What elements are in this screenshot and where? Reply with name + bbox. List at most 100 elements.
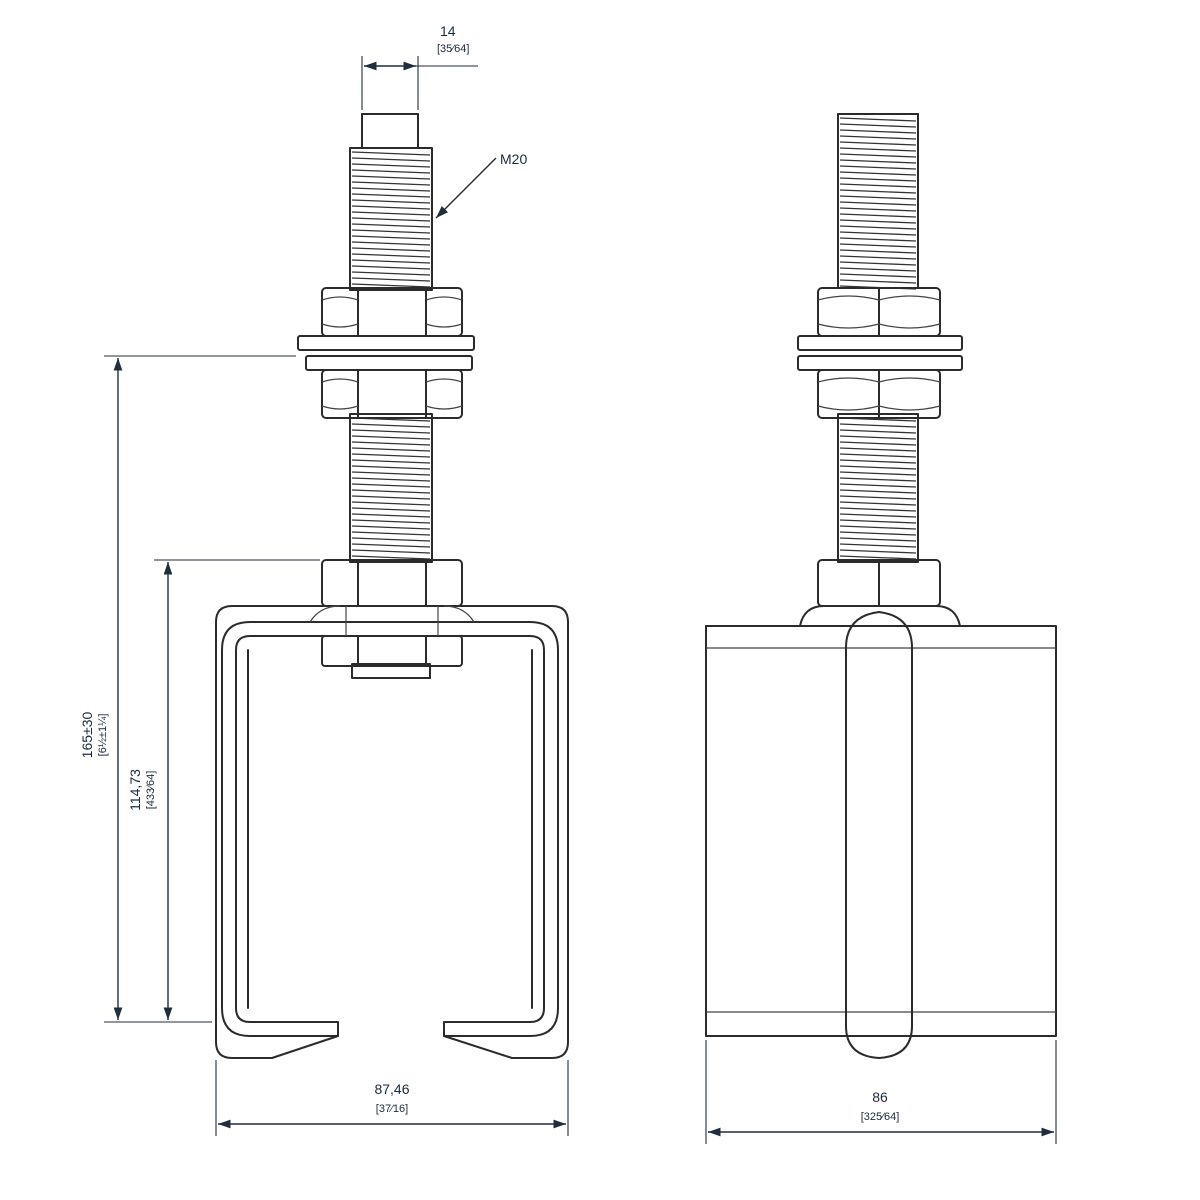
upper-nut-front: [321, 287, 463, 337]
thread-line: [839, 423, 917, 428]
thread-line: [351, 199, 431, 204]
thread-line: [839, 117, 917, 122]
thread-line: [839, 207, 917, 212]
dim-total-height: 165±30 [6½±1¼]: [79, 355, 296, 1023]
thread-line: [351, 277, 431, 282]
thread-line: [839, 471, 917, 476]
thread-line: [351, 423, 431, 428]
side-view: 86 [325⁄64]: [705, 113, 1057, 1144]
thread-line: [351, 151, 431, 156]
thread-line: [351, 241, 431, 246]
thread-line: [351, 211, 431, 216]
thread-line: [839, 237, 917, 242]
thread-line: [351, 435, 431, 440]
thread-line: [839, 537, 917, 542]
washers-side: [797, 335, 963, 371]
thread-line: [839, 489, 917, 494]
dim-thread-width: 14 [35⁄64]: [361, 23, 478, 110]
thread-line: [839, 219, 917, 224]
thread-line: [839, 525, 917, 530]
thread-line: [839, 153, 917, 158]
thread-line: [839, 531, 917, 536]
thread-line: [839, 435, 917, 440]
threaded-rod-side: [837, 113, 919, 563]
dim-total-height-mm: 165±30: [79, 711, 95, 758]
thread-line: [839, 255, 917, 260]
thread-line: [351, 235, 431, 240]
thread-line: [351, 175, 431, 180]
thread-line: [839, 519, 917, 524]
thread-line: [839, 135, 917, 140]
thread-line: [351, 223, 431, 228]
thread-line: [351, 537, 431, 542]
dim-side-width: 86 [325⁄64]: [705, 1040, 1057, 1144]
thread-line: [351, 193, 431, 198]
thread-line: [351, 169, 431, 174]
dim-bracket-height-mm: 114,73: [127, 769, 143, 811]
thread-line: [839, 273, 917, 278]
thread-line: [839, 483, 917, 488]
upper-nut-side: [817, 287, 941, 337]
thread-line: [351, 453, 431, 458]
thread-line: [839, 555, 917, 560]
dim-bracket-width-mm: 87,46: [374, 1081, 409, 1097]
thread-line: [839, 249, 917, 254]
thread-line: [839, 441, 917, 446]
bracket-nut-side: [799, 559, 961, 627]
thread-line: [351, 283, 431, 288]
thread-line: [839, 183, 917, 188]
thread-line: [839, 549, 917, 554]
thread-line: [839, 447, 917, 452]
thread-line: [839, 243, 917, 248]
thread-line: [351, 555, 431, 560]
thread-line: [839, 513, 917, 518]
dim-total-height-inch: [6½±1¼]: [97, 714, 109, 757]
thread-line: [839, 231, 917, 236]
thread-line: [839, 477, 917, 482]
dim-bracket-width-inch: [37⁄16]: [376, 1103, 408, 1115]
dim-side-width-mm: 86: [872, 1089, 888, 1105]
thread-line: [839, 171, 917, 176]
thread-line: [839, 225, 917, 230]
thread-line: [839, 459, 917, 464]
thread-line: [351, 489, 431, 494]
c-bracket-front: [215, 605, 569, 1059]
thread-line: [351, 429, 431, 434]
thread-line: [351, 447, 431, 452]
thread-line: [351, 495, 431, 500]
thread-line: [351, 459, 431, 464]
thread-line: [351, 247, 431, 252]
thread-line: [351, 513, 431, 518]
thread-line: [839, 165, 917, 170]
dim-bracket-width: 87,46 [37⁄16]: [215, 1060, 569, 1136]
bracket-nut-front: [321, 559, 463, 667]
thread-line: [839, 129, 917, 134]
thread-line: [839, 501, 917, 506]
thread-line: [351, 217, 431, 222]
thread-callout: M20: [435, 151, 527, 219]
thread-line: [839, 159, 917, 164]
thread-line: [839, 261, 917, 266]
dim-bracket-height-inch: [433⁄64]: [145, 771, 157, 810]
thread-line: [839, 201, 917, 206]
dim-thread-width-inch: [35⁄64]: [437, 43, 469, 55]
thread-line: [351, 181, 431, 186]
thread-line: [351, 531, 431, 536]
thread-line: [351, 507, 431, 512]
thread-line: [839, 141, 917, 146]
thread-line: [351, 549, 431, 554]
thread-line: [351, 501, 431, 506]
thread-line: [839, 123, 917, 128]
washers-front: [297, 335, 475, 371]
front-view: 14 [35⁄64] M20 165±30 [6½±1¼] 114,73 [43…: [79, 23, 569, 1136]
thread-line: [351, 253, 431, 258]
thread-line: [839, 267, 917, 272]
thread-line: [839, 213, 917, 218]
lower-nut-front: [321, 369, 463, 419]
thread-line: [839, 507, 917, 512]
thread-line: [351, 477, 431, 482]
thread-line: [351, 525, 431, 530]
thread-line: [351, 205, 431, 210]
thread-line: [351, 259, 431, 264]
